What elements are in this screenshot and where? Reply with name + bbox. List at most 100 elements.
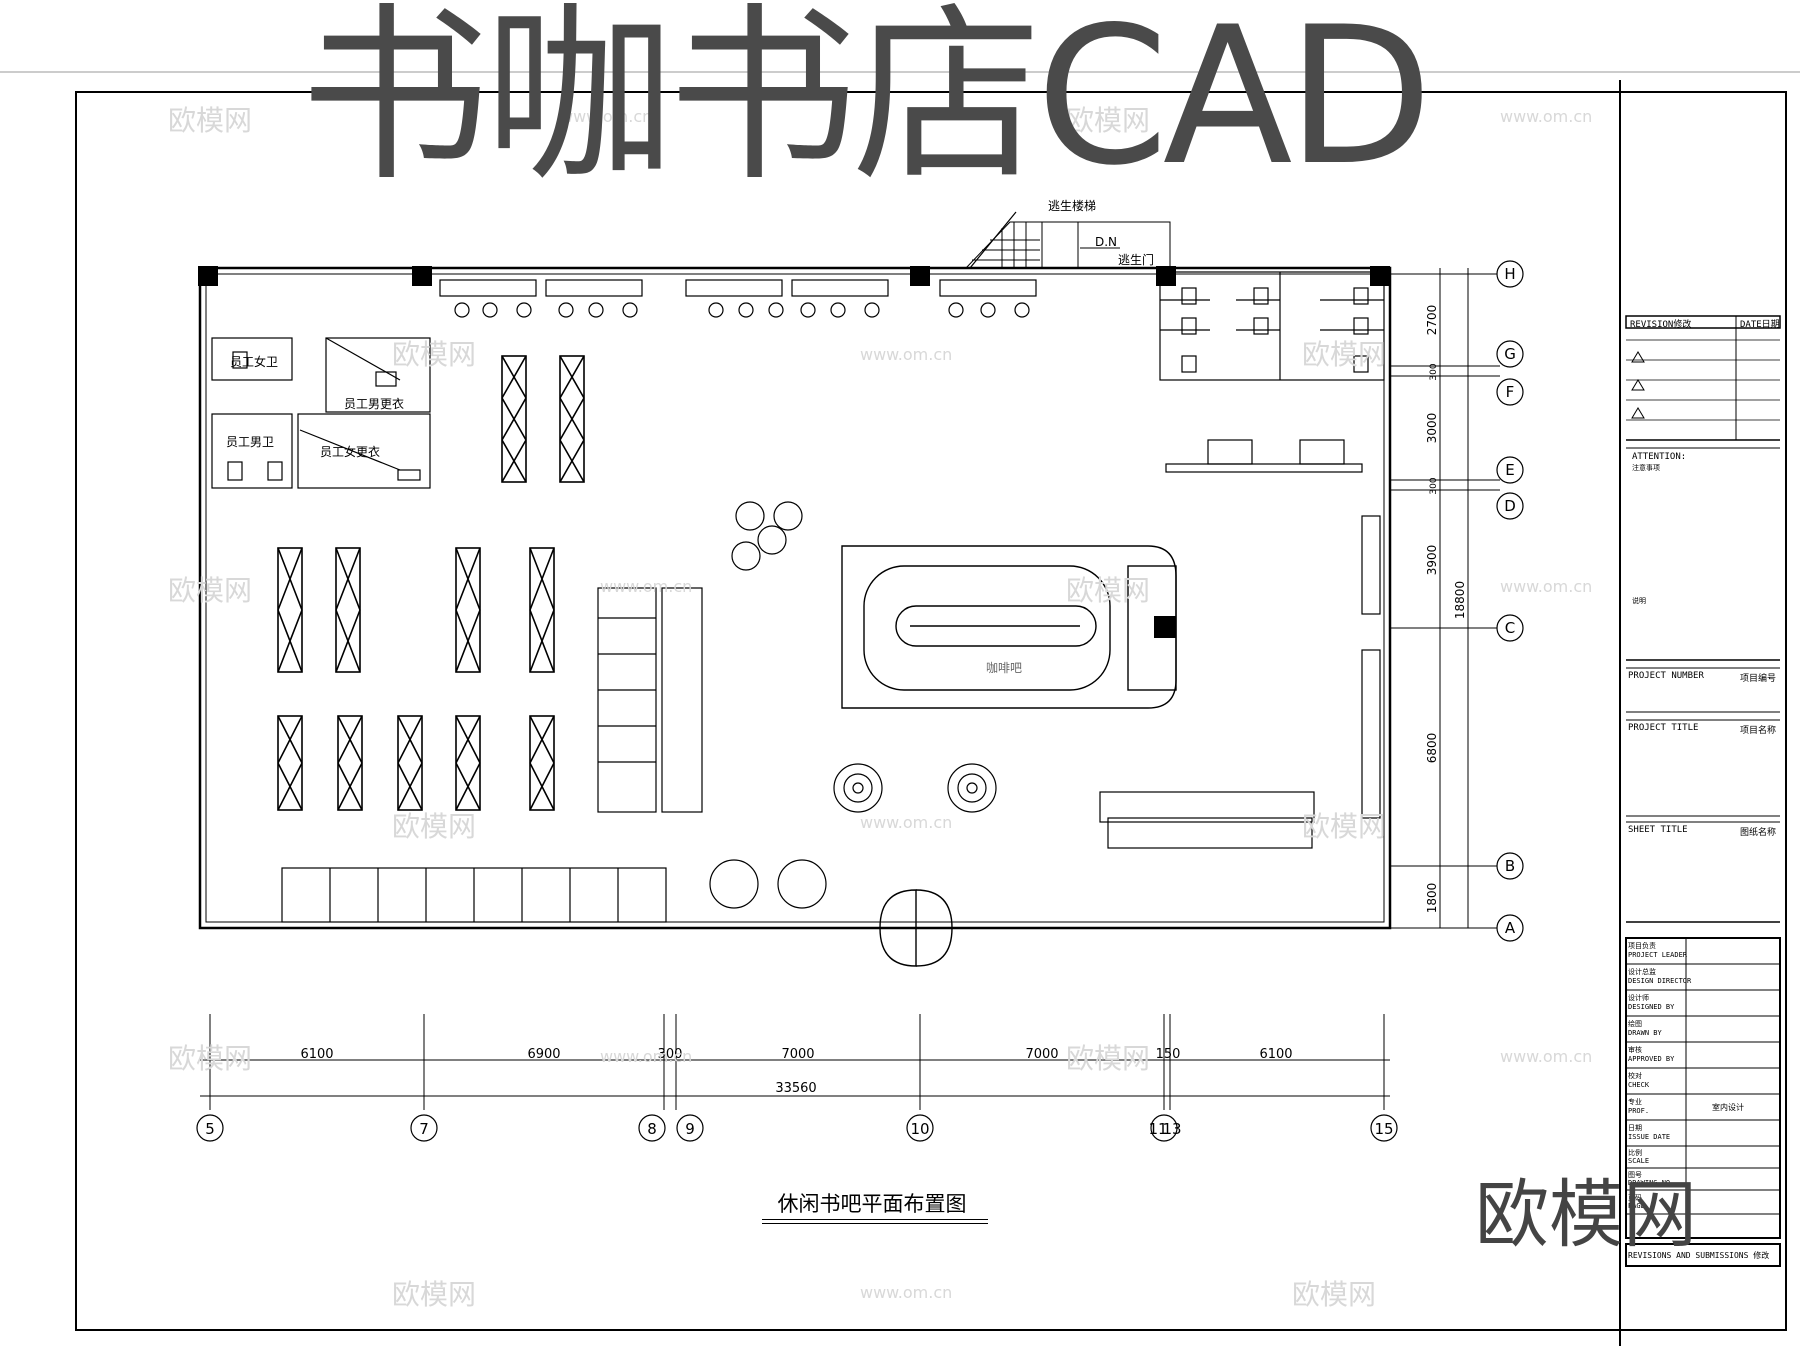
tb-revision: REVISION修改 — [1630, 320, 1692, 330]
grid-row-h: H — [1504, 265, 1515, 283]
plan-title-underline — [762, 1223, 988, 1224]
vertical-dimension-lines — [1390, 268, 1500, 929]
watermark-urls: www.om.cn www.om.cn www.om.cn www.om.cn … — [560, 107, 1592, 1302]
grid-col-10: 10 — [910, 1120, 929, 1138]
shelf — [337, 715, 363, 811]
dim-5-7: 6100 — [300, 1047, 333, 1062]
grid-row-d: D — [1504, 497, 1516, 515]
shelf — [277, 547, 303, 673]
label-stair-dn: D.N — [1095, 235, 1117, 249]
escape-stair — [965, 211, 1171, 269]
brand-logo: 欧模网 — [1475, 1172, 1697, 1258]
plan-labels: 员工女卫 员工男卫 员工男更衣 员工女更衣 逃生楼梯 D.N 逃生门 咖啡吧 — [226, 198, 1154, 675]
tb-row-en: SCALE — [1628, 1157, 1650, 1165]
row-grid-bubbles — [1496, 260, 1524, 942]
tb-row-en: PAGE — [1628, 1202, 1645, 1210]
tb-row-value: 室内设计 — [1712, 1103, 1744, 1112]
sheet-frame — [75, 91, 1787, 1331]
shelf — [455, 547, 481, 673]
tb-row-cn: 设计师 — [1628, 994, 1649, 1002]
tb-attention: ATTENTION: — [1632, 452, 1687, 462]
watermark-url: www.om.cn — [560, 107, 652, 126]
watermark-logo: 欧模网 — [392, 1278, 476, 1311]
label-staff-female-locker: 员工女更衣 — [320, 444, 380, 459]
grid-col-9: 9 — [685, 1120, 695, 1138]
plan-title-underline — [762, 1219, 988, 1220]
dim-8-9: 300 — [658, 1047, 683, 1062]
public-restrooms — [1159, 271, 1385, 381]
dim-9-10: 7000 — [781, 1047, 814, 1062]
tb-row-en: ISSUE DATE — [1628, 1133, 1671, 1141]
shelf — [335, 547, 361, 673]
dim-c-b: 6800 — [1425, 733, 1439, 764]
bottom-window-seating — [281, 867, 667, 923]
tb-row-cn: 专业 — [1628, 1098, 1642, 1106]
column-grid-labels: 5 7 8 9 10 11 13 15 — [205, 1120, 1393, 1138]
tb-row-en: DRAWING NO. — [1628, 1179, 1675, 1187]
watermark-url: www.om.cn — [1500, 107, 1592, 126]
watermark-url: www.om.cn — [600, 577, 692, 596]
grid-col-15: 15 — [1374, 1120, 1393, 1138]
dim-10-11: 7000 — [1025, 1047, 1058, 1062]
label-cafe-bar: 咖啡吧 — [986, 660, 1022, 675]
row-grid-labels: H G F E D C B A — [1504, 265, 1516, 937]
tb-row-en: DESIGN DIRECTOR — [1628, 977, 1692, 985]
vertical-dimension-text: 2700 300 3000 300 3900 6800 1800 18800 — [1425, 305, 1467, 914]
shelf — [559, 355, 585, 483]
watermark-logo: 欧模网 — [392, 338, 476, 371]
dim-h-g: 2700 — [1425, 305, 1439, 336]
watermark-logo: 欧模网 — [168, 104, 252, 137]
tb-row-cn: 设计总监 — [1628, 968, 1656, 976]
label-staff-male-wc: 员工男卫 — [226, 435, 274, 449]
watermark-url: www.om.cn — [1500, 1047, 1592, 1066]
label-escape-stair: 逃生楼梯 — [1048, 198, 1096, 213]
label-staff-female-wc: 员工女卫 — [230, 354, 278, 369]
grid-col-11: 11 — [1148, 1120, 1167, 1138]
shelf — [501, 355, 527, 483]
tb-row-en: PROF. — [1628, 1107, 1650, 1115]
watermark-logo: 欧模网 — [1302, 810, 1386, 843]
shelf — [529, 547, 555, 673]
tb-row-en: PROJECT LEADER — [1628, 951, 1688, 959]
tb-row-cn: 绘图 — [1628, 1020, 1642, 1028]
label-staff-male-locker: 员工男更衣 — [344, 396, 404, 411]
cafe-bar-island — [841, 545, 1177, 709]
horizontal-dimension-text: 6100 6900 300 7000 7000 150 6100 33560 — [300, 1047, 1292, 1096]
grid-col-5: 5 — [205, 1120, 215, 1138]
watermark-logo: 欧模网 — [168, 1042, 252, 1075]
tb-row-en: DESIGNED BY — [1628, 1003, 1675, 1011]
horizontal-dimension-lines — [200, 1014, 1390, 1110]
watermark-url: www.om.cn — [1500, 577, 1592, 596]
watermarks: 欧模网 欧模网 欧模网 欧模网 欧模网 欧模网 欧模网 欧模网 欧模网 欧模网 … — [168, 104, 1386, 1311]
window-counter-seating — [439, 279, 1037, 318]
staff-rooms — [211, 337, 431, 489]
dim-total-vertical: 18800 — [1453, 581, 1467, 619]
watermark-url: www.om.cn — [600, 1047, 692, 1066]
watermark-url: www.om.cn — [860, 345, 952, 364]
watermark-logo: 欧模网 — [1302, 338, 1386, 371]
watermark-url: www.om.cn — [860, 1283, 952, 1302]
dim-11-13: 150 — [1156, 1047, 1181, 1062]
tb-project-title-cn: 项目名称 — [1740, 726, 1777, 736]
tb-row-en: APPROVED BY — [1628, 1055, 1675, 1063]
watermark-logo: 欧模网 — [1066, 1042, 1150, 1075]
right-booths — [1099, 439, 1381, 849]
dim-d-c: 3900 — [1425, 545, 1439, 576]
revision-triangles — [1631, 351, 1645, 419]
tb-row-cn: 页码 — [1628, 1194, 1642, 1202]
tb-row-en: CHECK — [1628, 1081, 1650, 1089]
tb-row-en: DRAWN BY — [1628, 1029, 1662, 1037]
watermark-logo: 欧模网 — [168, 574, 252, 607]
dim-b-a: 1800 — [1425, 883, 1439, 914]
dim-7-8: 6900 — [527, 1047, 560, 1062]
grid-row-f: F — [1506, 383, 1515, 401]
title-block-lines — [1625, 315, 1781, 1267]
building-walls — [198, 266, 1392, 930]
grid-col-8: 8 — [647, 1120, 657, 1138]
page-title: 书咖书店CAD — [300, 0, 1433, 207]
grid-row-e: E — [1505, 461, 1514, 479]
shelf — [529, 715, 555, 811]
tb-row-cn: 图号 — [1628, 1171, 1642, 1179]
